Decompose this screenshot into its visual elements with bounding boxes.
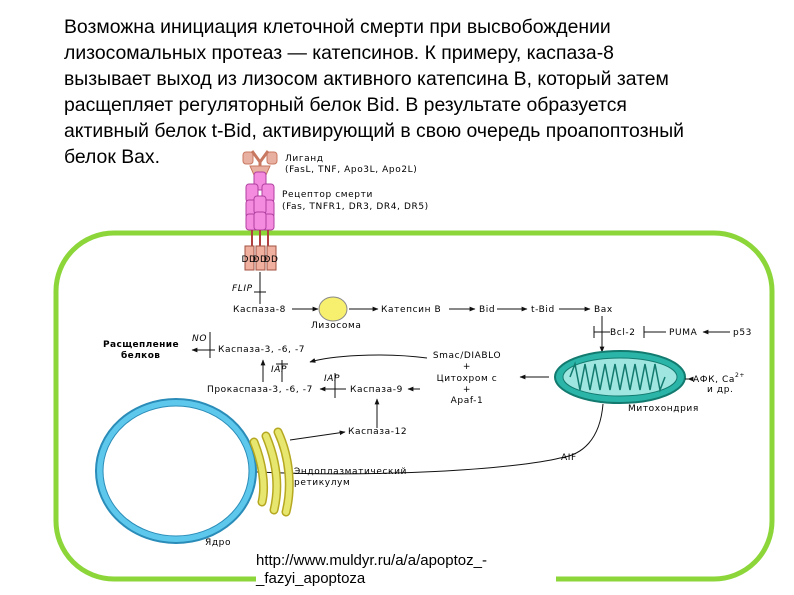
afk-label: АФК, Ca2+ [693,372,745,385]
iap-label-2: IAP [324,374,340,384]
endoplasmic-reticulum [249,427,294,517]
nucleus-label: Ядро [205,538,231,548]
bax-label: Bax [594,305,613,315]
caspase9-label: Каспаза-9 [350,385,403,395]
dd-label-3: DD [263,255,278,265]
dd-label-1: DD [241,255,256,265]
mitochondria [554,350,686,404]
protein-cleavage-label-1: Расщепление [103,340,179,350]
protein-cleavage-label-2: белков [121,350,160,361]
intro-text: Возможна инициация клеточной смерти при … [64,16,684,168]
mitochondria-label: Митохондрия [628,404,699,414]
cathepsinB-label: Катепсин В [381,305,441,315]
bid-label: Bid [479,305,495,315]
caspase367-label: Каспаза-3, -6, -7 [218,345,305,355]
er-label-1: Эндоплазматический [294,467,407,477]
lysosome-label: Лизосома [311,321,361,331]
iap-label-1: IAP [271,365,287,375]
ligand-list: (FasL, TNF, Apo3L, Apo2L) [285,165,417,175]
dd-label-2: DD [252,255,267,265]
smac-label-2: + [463,362,471,372]
death-domains: DD DD DD [241,245,278,271]
smac-label-1: Smac/DIABLO [433,351,501,361]
receptor-label: Рецептор смерти [282,190,373,200]
smac-label-3: Цитохром с [437,374,498,384]
puma-label: PUMA [669,328,698,338]
tbid-label: t-Bid [531,305,555,315]
lysosome [318,296,348,322]
ligand-label: Лиганд [285,154,324,164]
receptor-list: (Fas, TNFR1, DR3, DR4, DR5) [282,202,429,212]
caspase12-label: Каспаза-12 [348,427,407,437]
er-label-2: ретикулум [294,478,350,488]
aif-label: AIF [561,453,577,463]
no-label: NO [192,334,207,344]
source-link[interactable]: http://www.muldyr.ru/a/a/apoptoz_- _fazy… [256,552,556,588]
receptor-transmembrane [251,230,269,246]
procaspase367-label: Прокаспаза-3, -6, -7 [207,385,313,395]
p53-label: p53 [733,328,752,338]
caspase8-label: Каспаза-8 [233,305,286,315]
afk-label-2: и др. [707,385,734,395]
flip-label: FLIP [232,284,253,294]
ligand-shape [242,150,278,176]
smac-label-4: + [463,385,471,395]
bcl2-label: Bcl-2 [610,328,636,338]
smac-label-5: Apaf-1 [451,396,484,406]
death-receptor-shape [245,171,275,231]
